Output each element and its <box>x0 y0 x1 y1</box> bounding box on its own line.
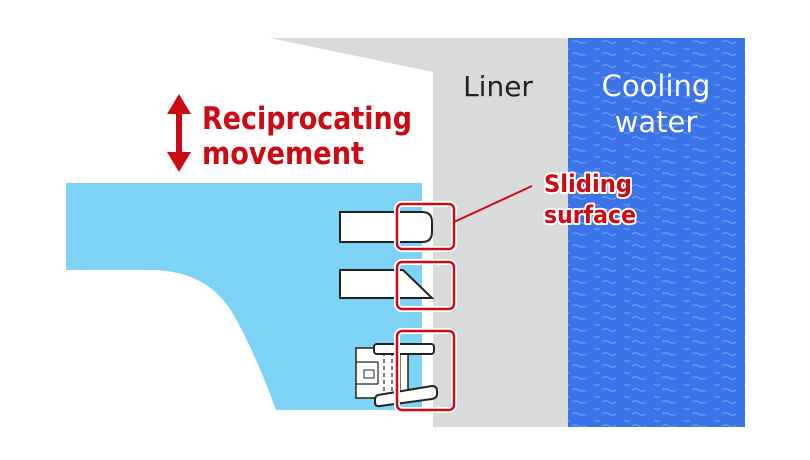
second-piston-ring <box>339 269 435 299</box>
liner-wall <box>270 38 568 427</box>
piston-body <box>66 183 422 410</box>
reciprocating-movement-label-line1: Reciprocating <box>202 101 412 137</box>
cooling-water-wave-texture <box>568 38 745 427</box>
cooling-water-label-line2: water <box>615 105 698 139</box>
sliding-surface-label-line2: surface <box>544 201 636 229</box>
double-headed-vertical-arrow-icon <box>167 94 191 172</box>
cooling-water-label-line1: Cooling <box>602 69 711 103</box>
reciprocating-movement-label-line2: movement <box>202 136 364 172</box>
top-piston-ring <box>339 211 433 243</box>
liner-label: Liner <box>463 70 533 103</box>
sliding-surface-leader-line <box>453 185 533 223</box>
sliding-surface-label-line1: Sliding <box>544 170 632 198</box>
